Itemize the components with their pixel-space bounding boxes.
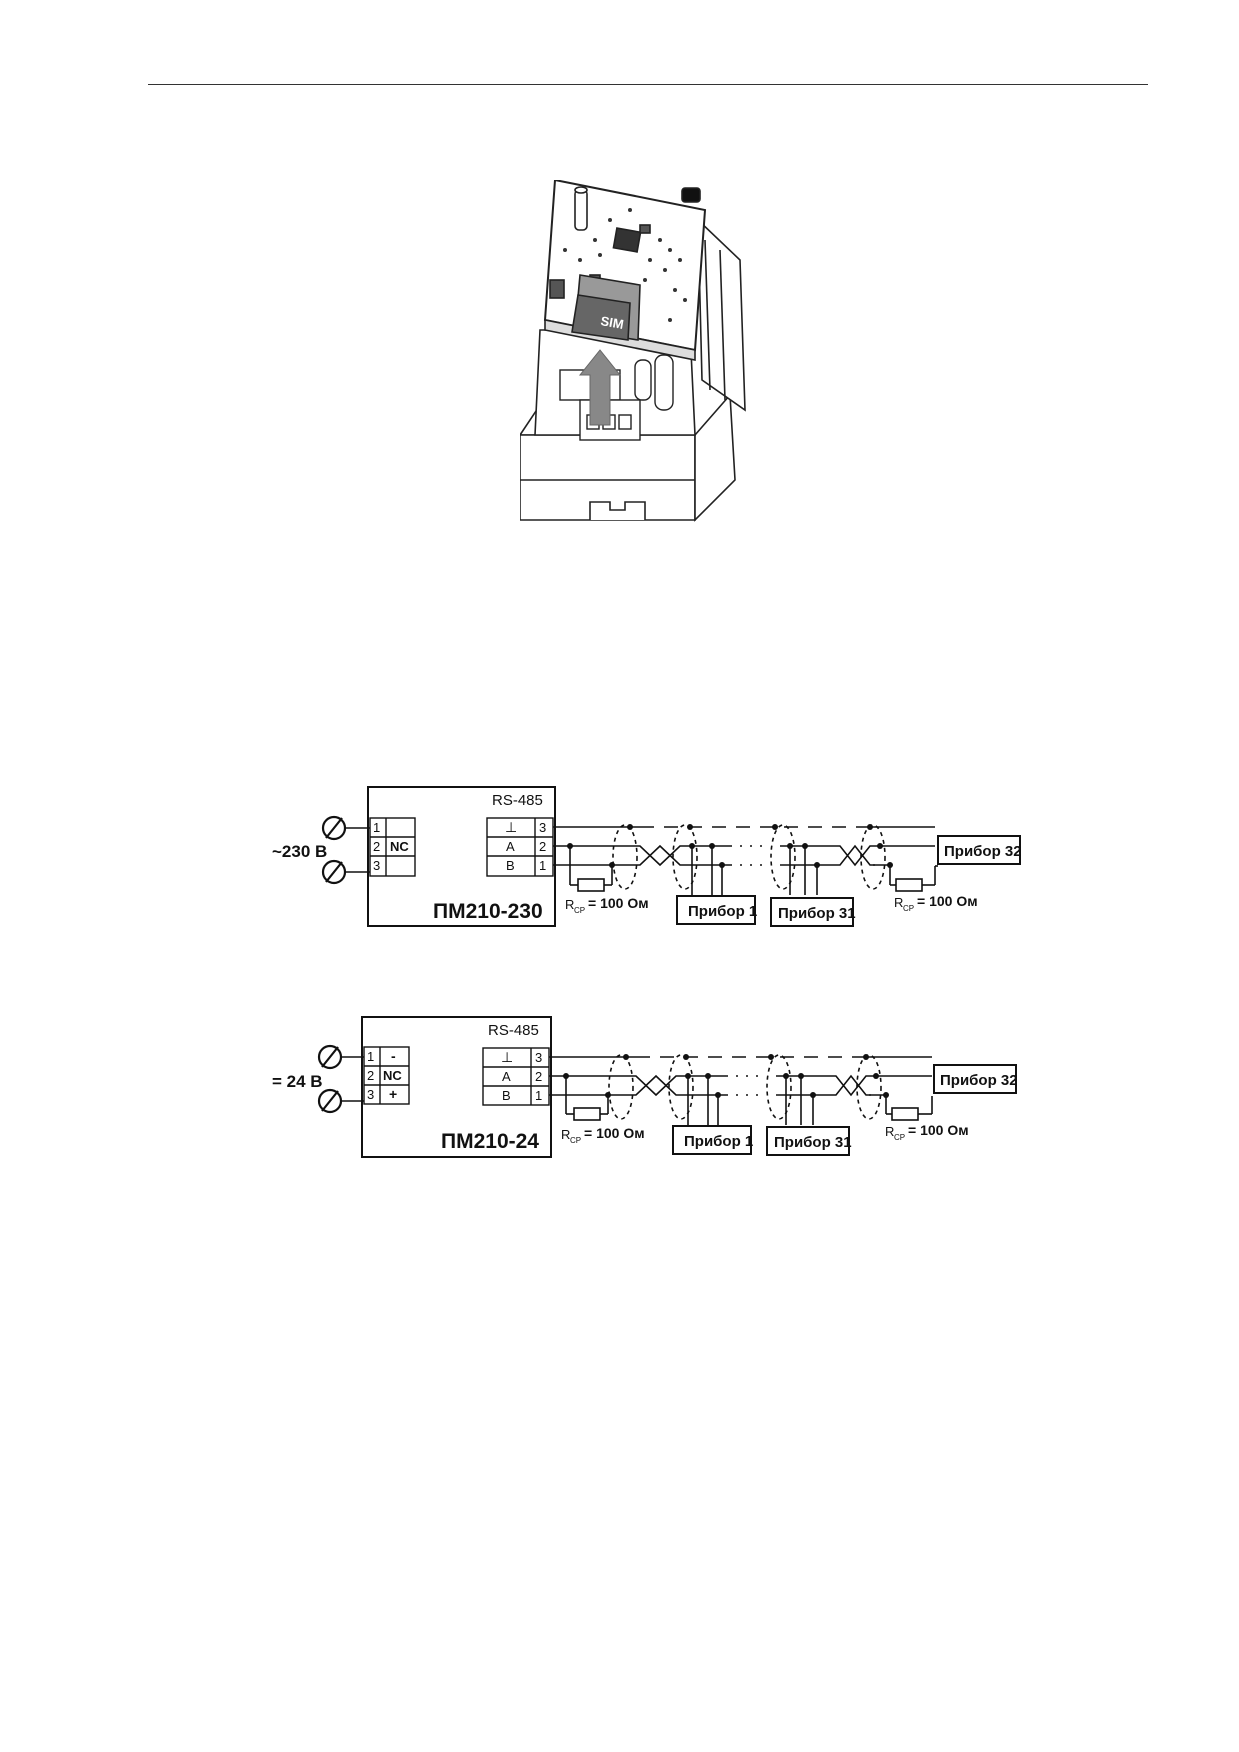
resistor-sub: СР xyxy=(903,904,914,913)
terminal-num: 2 xyxy=(535,1069,542,1084)
resistor-sub: СР xyxy=(574,906,585,915)
device-label: Прибор 1 xyxy=(688,903,757,920)
resistor-value: = 100 Ом xyxy=(908,1122,969,1138)
power-terminal-symbol-icon xyxy=(317,1044,343,1070)
insertion-arrow-icon xyxy=(578,349,622,426)
terminal-num: 2 xyxy=(373,839,380,854)
terminal-label: B xyxy=(502,1088,511,1103)
power-terminal-symbol-icon xyxy=(321,815,347,841)
resistor-r: R xyxy=(561,1127,570,1142)
supply-label: = 24 В xyxy=(272,1072,323,1091)
device-label: Прибор 32 xyxy=(940,1072,1018,1089)
device-label: Прибор 1 xyxy=(684,1133,753,1150)
power-terminal-symbol-icon xyxy=(317,1088,343,1114)
terminal-num: 2 xyxy=(539,839,546,854)
terminal-label: NC xyxy=(390,839,409,854)
interface-label: RS-485 xyxy=(492,792,543,809)
sim-insertion-illustration: SIM xyxy=(520,180,746,522)
device-box xyxy=(933,1064,1017,1094)
terminal-num: 1 xyxy=(367,1049,374,1064)
diagram-pm210-230: ~230 В RS-485 ПМ210-230 1 2 3 NC ⊥ A B 3… xyxy=(272,786,1022,927)
sim-label: SIM xyxy=(599,313,624,332)
power-terminal-symbol-icon xyxy=(321,859,347,885)
device-box xyxy=(937,835,1021,865)
device-box xyxy=(766,1126,850,1156)
terminal-label: + xyxy=(389,1086,397,1102)
resistor-sub: СР xyxy=(894,1133,905,1142)
header-rule xyxy=(148,84,1148,85)
terminal-label: A xyxy=(506,839,515,854)
resistor-value: = 100 Ом xyxy=(588,895,649,911)
terminal-label: B xyxy=(506,858,515,873)
terminal-num: 3 xyxy=(373,858,380,873)
terminal-num: 3 xyxy=(535,1050,542,1065)
terminal-label: ⊥ xyxy=(501,1049,513,1065)
terminal-label: NC xyxy=(383,1068,402,1083)
resistor-r: R xyxy=(885,1124,894,1139)
terminal-num: 1 xyxy=(535,1088,542,1103)
terminal-num: 1 xyxy=(539,858,546,873)
interface-label: RS-485 xyxy=(488,1022,539,1039)
resistor-r: R xyxy=(565,897,574,912)
terminal-num: 3 xyxy=(367,1087,374,1102)
terminal-num: 3 xyxy=(539,820,546,835)
device-box xyxy=(672,1125,752,1155)
terminal-num: 2 xyxy=(367,1068,374,1083)
resistor-value: = 100 Ом xyxy=(584,1125,645,1141)
device-box xyxy=(676,895,756,925)
diagram-pm210-24: = 24 В RS-485 ПМ210-24 1 2 3 - NC + ⊥ A … xyxy=(272,1016,1018,1158)
module-box xyxy=(361,1016,552,1158)
model-label: ПМ210-24 xyxy=(441,1130,539,1153)
device-box xyxy=(770,897,854,927)
terminal-label: A xyxy=(502,1069,511,1084)
sim-card xyxy=(571,294,631,341)
device-label: Прибор 31 xyxy=(778,905,856,922)
housing-side xyxy=(694,393,736,522)
supply-label: ~230 В xyxy=(272,842,327,861)
terminal-label: - xyxy=(391,1048,396,1064)
resistor-sub: СР xyxy=(570,1136,581,1145)
device-label: Прибор 32 xyxy=(944,843,1022,860)
device-label: Прибор 31 xyxy=(774,1134,852,1151)
resistor-r: R xyxy=(894,895,903,910)
module-box xyxy=(367,786,556,927)
terminal-num: 1 xyxy=(373,820,380,835)
resistor-value: = 100 Ом xyxy=(917,893,978,909)
model-label: ПМ210-230 xyxy=(433,900,543,923)
antenna-connector xyxy=(681,187,701,203)
terminal-label: ⊥ xyxy=(505,819,517,835)
